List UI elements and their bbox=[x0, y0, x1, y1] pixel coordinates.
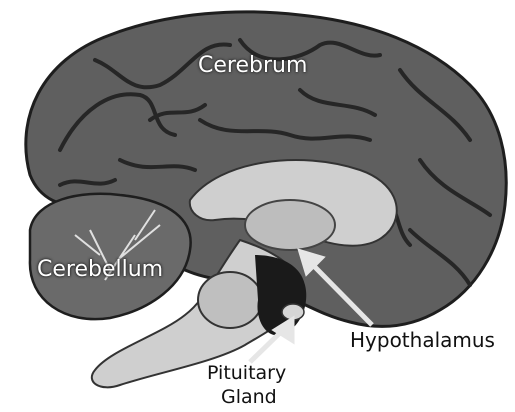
pituitary-label-line1: Pituitary bbox=[207, 364, 286, 383]
cerebrum-label: Cerebrum bbox=[198, 55, 307, 77]
pons bbox=[198, 272, 262, 328]
pituitary-label-line2: Gland bbox=[221, 388, 277, 407]
hypothalamus-label: Hypothalamus bbox=[350, 330, 495, 350]
cerebellum-label: Cerebellum bbox=[37, 259, 163, 281]
thalamus bbox=[245, 200, 335, 250]
